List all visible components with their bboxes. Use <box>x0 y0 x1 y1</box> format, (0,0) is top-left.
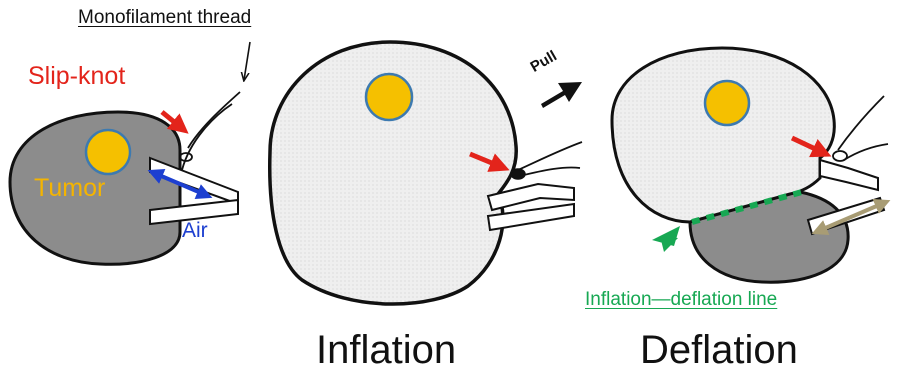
deflation-panel <box>612 48 888 282</box>
inflation-panel <box>270 42 582 304</box>
monofilament-thread <box>838 96 884 150</box>
tumor <box>705 81 749 125</box>
deflation-line-pointer-arrow <box>652 226 680 252</box>
inflation-title: Inflation <box>316 330 456 370</box>
monofilament-thread <box>518 142 582 170</box>
slip-knot <box>511 169 525 179</box>
tumor <box>86 130 130 174</box>
bronchus-tube <box>820 160 878 190</box>
tumor-label: Tumor <box>34 176 105 201</box>
monofilament-thread-label: Monofilament thread <box>78 8 251 27</box>
deflation-title: Deflation <box>640 330 798 370</box>
tumor <box>366 74 412 120</box>
monofilament-thread <box>844 144 888 160</box>
air-label: Air <box>182 220 208 241</box>
pull-arrow <box>541 82 582 108</box>
deflation-line-label: Inflation—deflation line <box>585 290 777 309</box>
monofilament-thread <box>520 167 580 176</box>
thread-pointer-arrow <box>244 42 250 80</box>
slip-knot-label: Slip-knot <box>28 64 125 89</box>
